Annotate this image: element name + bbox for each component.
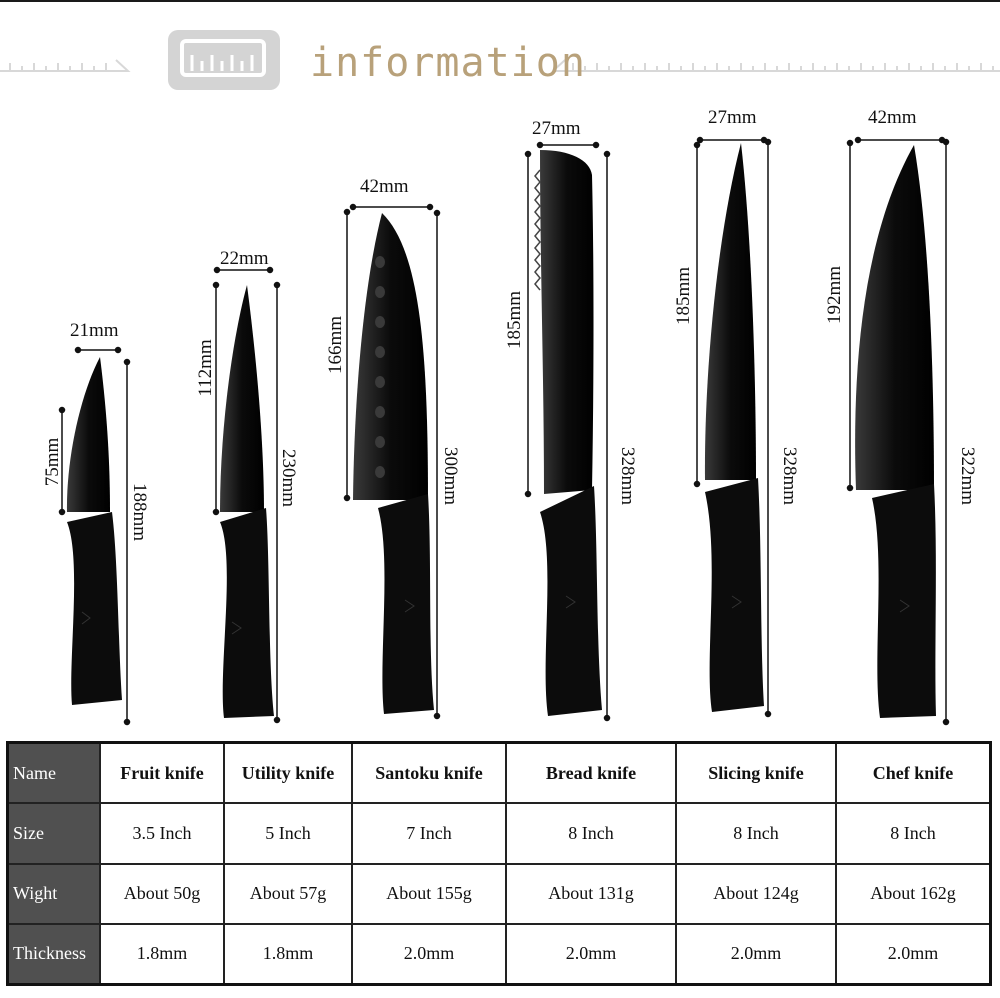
santoku-knife-blade-length: 166mm	[325, 316, 346, 374]
santoku-knife-width: 42mm	[360, 176, 409, 197]
table-cell: 2.0mm	[507, 924, 677, 983]
table-cell: Slicing knife	[677, 744, 837, 805]
ruler-decoration-right	[553, 52, 1000, 78]
blade-bread	[540, 150, 594, 494]
table-cell: Santoku knife	[353, 744, 507, 805]
row-label-weight: Wight	[9, 864, 101, 925]
ruler-icon	[180, 39, 266, 77]
row-label-size: Size	[9, 804, 101, 865]
slicing-knife-total-length: 328mm	[779, 447, 800, 505]
table-cell: 1.8mm	[101, 924, 225, 983]
bread-knife-total-length: 328mm	[617, 447, 638, 505]
table-cell: 2.0mm	[677, 924, 837, 983]
table-cell: About 131g	[507, 864, 677, 925]
blade-santoku	[353, 213, 428, 500]
table-row-size: Size 3.5 Inch 5 Inch 7 Inch 8 Inch 8 Inc…	[9, 804, 989, 865]
blade-slicing	[704, 143, 756, 480]
table-cell: 1.8mm	[225, 924, 353, 983]
ruler-badge	[168, 30, 280, 90]
knife-chef	[846, 136, 950, 726]
table-cell: 8 Inch	[507, 804, 677, 865]
table-cell: 5 Inch	[225, 804, 353, 865]
table-cell: About 50g	[101, 864, 225, 925]
top-border	[0, 0, 1000, 2]
table-row-weight: Wight About 50g About 57g About 155g Abo…	[9, 864, 989, 925]
chef-knife-total-length: 322mm	[957, 447, 978, 505]
row-label-thickness: Thickness	[9, 924, 101, 983]
handle-chef	[872, 484, 936, 718]
bread-knife-blade-length: 185mm	[504, 291, 525, 349]
blade-chef	[855, 145, 934, 490]
table-cell: Fruit knife	[101, 744, 225, 805]
handle-slicing	[705, 478, 764, 712]
knife-illustrations: 21mm 75mm 188mm 22mm 112mm 230mm	[42, 107, 978, 726]
blade-fruit	[66, 357, 110, 512]
handle-bread	[540, 486, 602, 716]
table-cell: About 124g	[677, 864, 837, 925]
table-cell: 3.5 Inch	[101, 804, 225, 865]
fruit-knife-blade-length: 75mm	[42, 438, 63, 487]
table-cell: Bread knife	[507, 744, 677, 805]
table-cell: About 162g	[837, 865, 989, 925]
santoku-knife-total-length: 300mm	[440, 447, 461, 505]
utility-knife-total-length: 230mm	[278, 449, 299, 507]
utility-knife-width: 22mm	[220, 248, 269, 269]
table-cell: 2.0mm	[887, 943, 939, 964]
knife-bread	[524, 141, 611, 722]
table-cell: 8 Inch	[677, 804, 837, 865]
fruit-knife-width: 21mm	[70, 320, 119, 341]
utility-knife-blade-length: 112mm	[195, 339, 216, 397]
blade-utility	[220, 285, 264, 512]
chef-knife-width: 42mm	[868, 107, 917, 128]
slicing-knife-width: 27mm	[708, 107, 757, 128]
table-row-thickness: Thickness 1.8mm 1.8mm 2.0mm 2.0mm 2.0mm …	[9, 924, 989, 983]
page-title: information	[310, 40, 586, 86]
bread-knife-width: 27mm	[532, 118, 581, 139]
handle-fruit	[67, 512, 122, 705]
chef-knife-blade-length: 192mm	[824, 266, 845, 324]
slicing-knife-blade-length: 185mm	[673, 267, 694, 325]
knife-santoku	[343, 203, 441, 720]
ruler-decoration-left	[0, 52, 135, 78]
handle-utility	[220, 508, 274, 718]
spec-table: Name Fruit knife Utility knife Santoku k…	[6, 741, 992, 986]
table-cell: 8 Inch	[837, 804, 989, 865]
fruit-knife-total-length: 188mm	[129, 483, 150, 541]
handle-santoku	[378, 494, 434, 714]
table-cell: Utility knife	[225, 744, 353, 805]
knife-utility	[212, 266, 281, 724]
table-cell: About 155g	[353, 864, 507, 925]
table-cell: Chef knife	[837, 744, 989, 805]
knife-fruit	[58, 346, 131, 726]
table-cell: About 57g	[225, 864, 353, 925]
knife-slicing	[693, 136, 772, 718]
table-cell: 7 Inch	[353, 804, 507, 865]
knife-diagram: 21mm 75mm 188mm 22mm 112mm 230mm	[0, 95, 1000, 735]
row-label-name: Name	[9, 744, 101, 805]
table-row-name: Name Fruit knife Utility knife Santoku k…	[9, 744, 989, 805]
table-cell: 2.0mm	[353, 924, 507, 983]
